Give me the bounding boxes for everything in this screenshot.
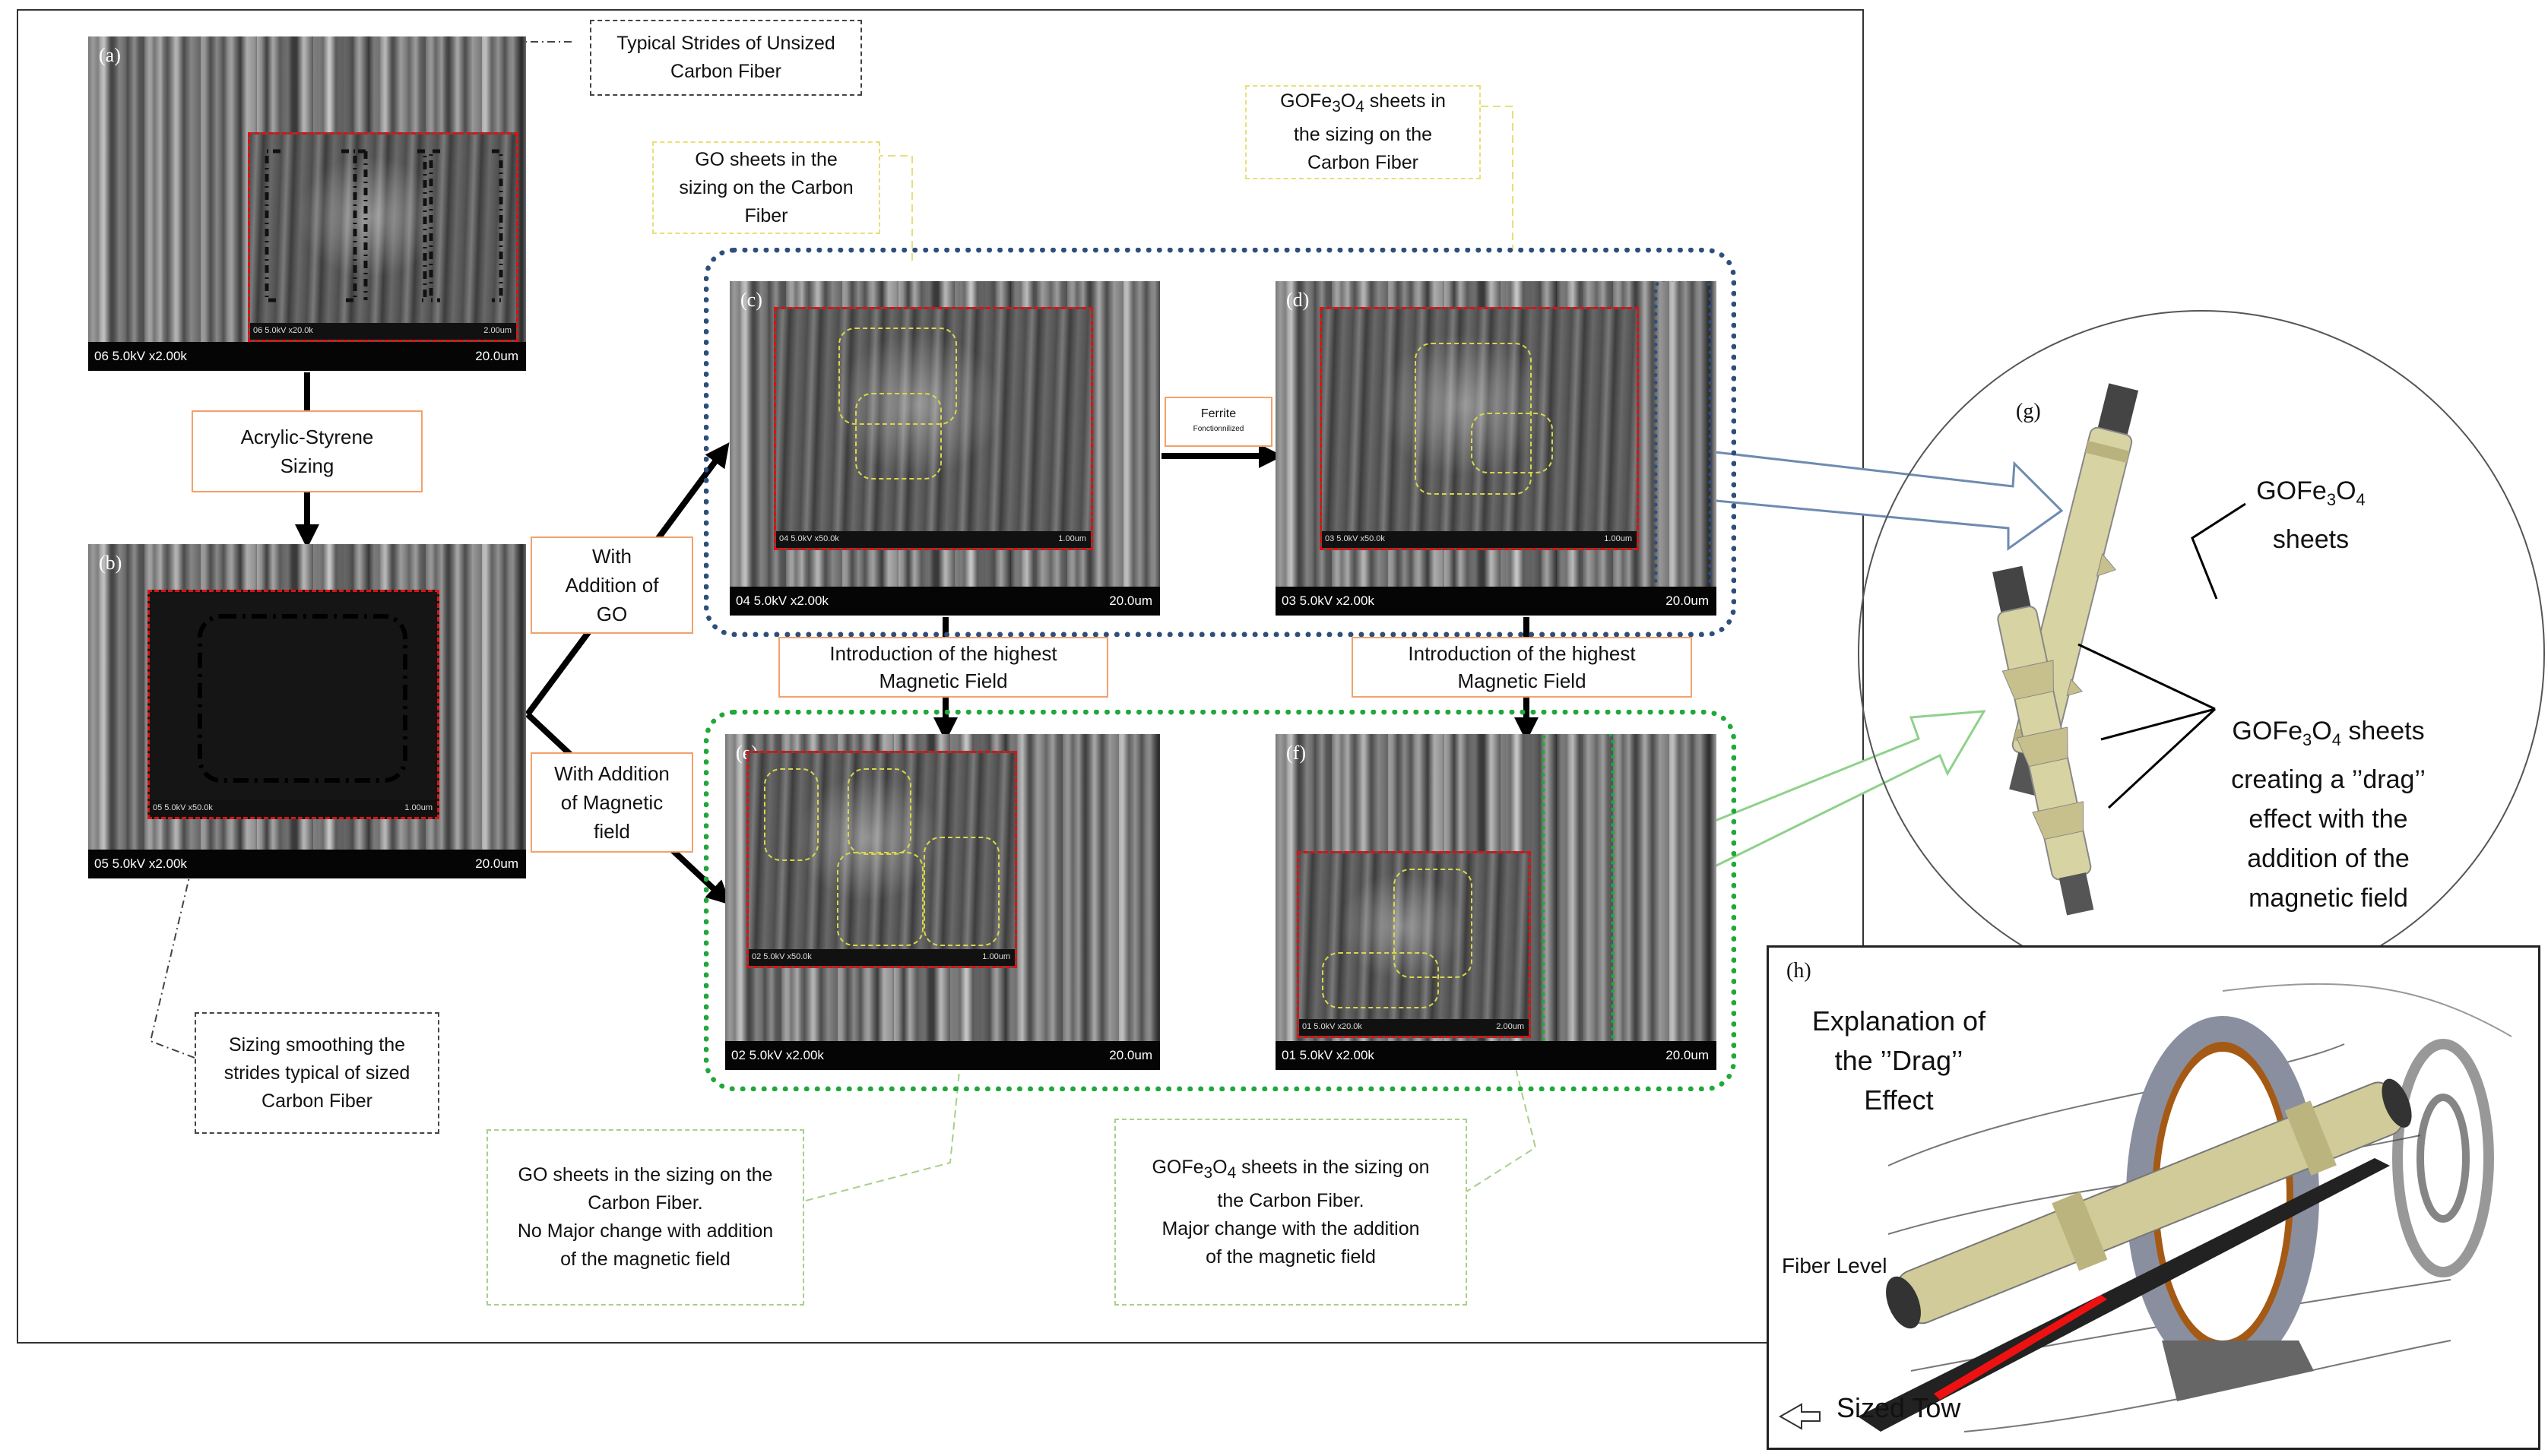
label-drag-title: Explanation of the ’’Drag’’ Effect [1811, 1005, 1986, 1116]
gofe-sheet-marker [1393, 869, 1472, 978]
panel-label-h: (h) [1786, 959, 1811, 983]
inset-texture [250, 135, 516, 340]
label-gofe-drag: GOFe3O4 sheets creating a ’’drag’’ effec… [2231, 717, 2426, 913]
go-sheet-marker [837, 852, 924, 946]
label-fiber-level: Fiber Level [1782, 1254, 1887, 1277]
panel-label: (d) [1286, 289, 1310, 311]
highlight-fiber-blue [1654, 281, 1712, 616]
leader-gofe-sheets [1481, 106, 1513, 251]
group-ferrite-blue [704, 248, 1736, 637]
gofe-sheet-marker [1322, 952, 1439, 1008]
callout-gofe-major-change: GOFe3O4 sheets in the sizing on the Carb… [1114, 1119, 1467, 1306]
leader-go-sheets [876, 155, 913, 262]
drag-effect-illustration [1778, 983, 2512, 1432]
go-sheet-marker [764, 768, 819, 861]
stride-markers [265, 149, 503, 302]
sized-fiber-illustrations [1992, 383, 2246, 916]
panel-label: (c) [740, 289, 762, 311]
panel-label: (b) [99, 552, 122, 574]
panel-label-g: (g) [2016, 400, 2041, 423]
smooth-marker [198, 614, 407, 783]
label-sized-tow: Sized Tow [1837, 1392, 1961, 1423]
go-sheet-marker [848, 768, 911, 855]
gofe-sheet-marker [1471, 413, 1553, 473]
go-sheet-marker [838, 328, 957, 425]
leader-smooth [149, 873, 195, 1059]
sem-panel-e: (e) 02 5.0kV x50.0k1.00um 02 5.0kV x2.00… [725, 734, 1160, 1070]
panel-label: (a) [99, 44, 121, 66]
go-sheet-marker [855, 393, 942, 480]
group-magnetic-green [704, 710, 1736, 1091]
inset-texture [776, 309, 1091, 548]
gofe-sheet-marker [1415, 343, 1532, 495]
panel-label: (f) [1286, 742, 1306, 764]
go-sheet-marker [924, 837, 1000, 946]
highlight-fiber-green [1542, 734, 1615, 1070]
label-gofe-sheets: GOFe3O4 sheets [2256, 476, 2366, 554]
